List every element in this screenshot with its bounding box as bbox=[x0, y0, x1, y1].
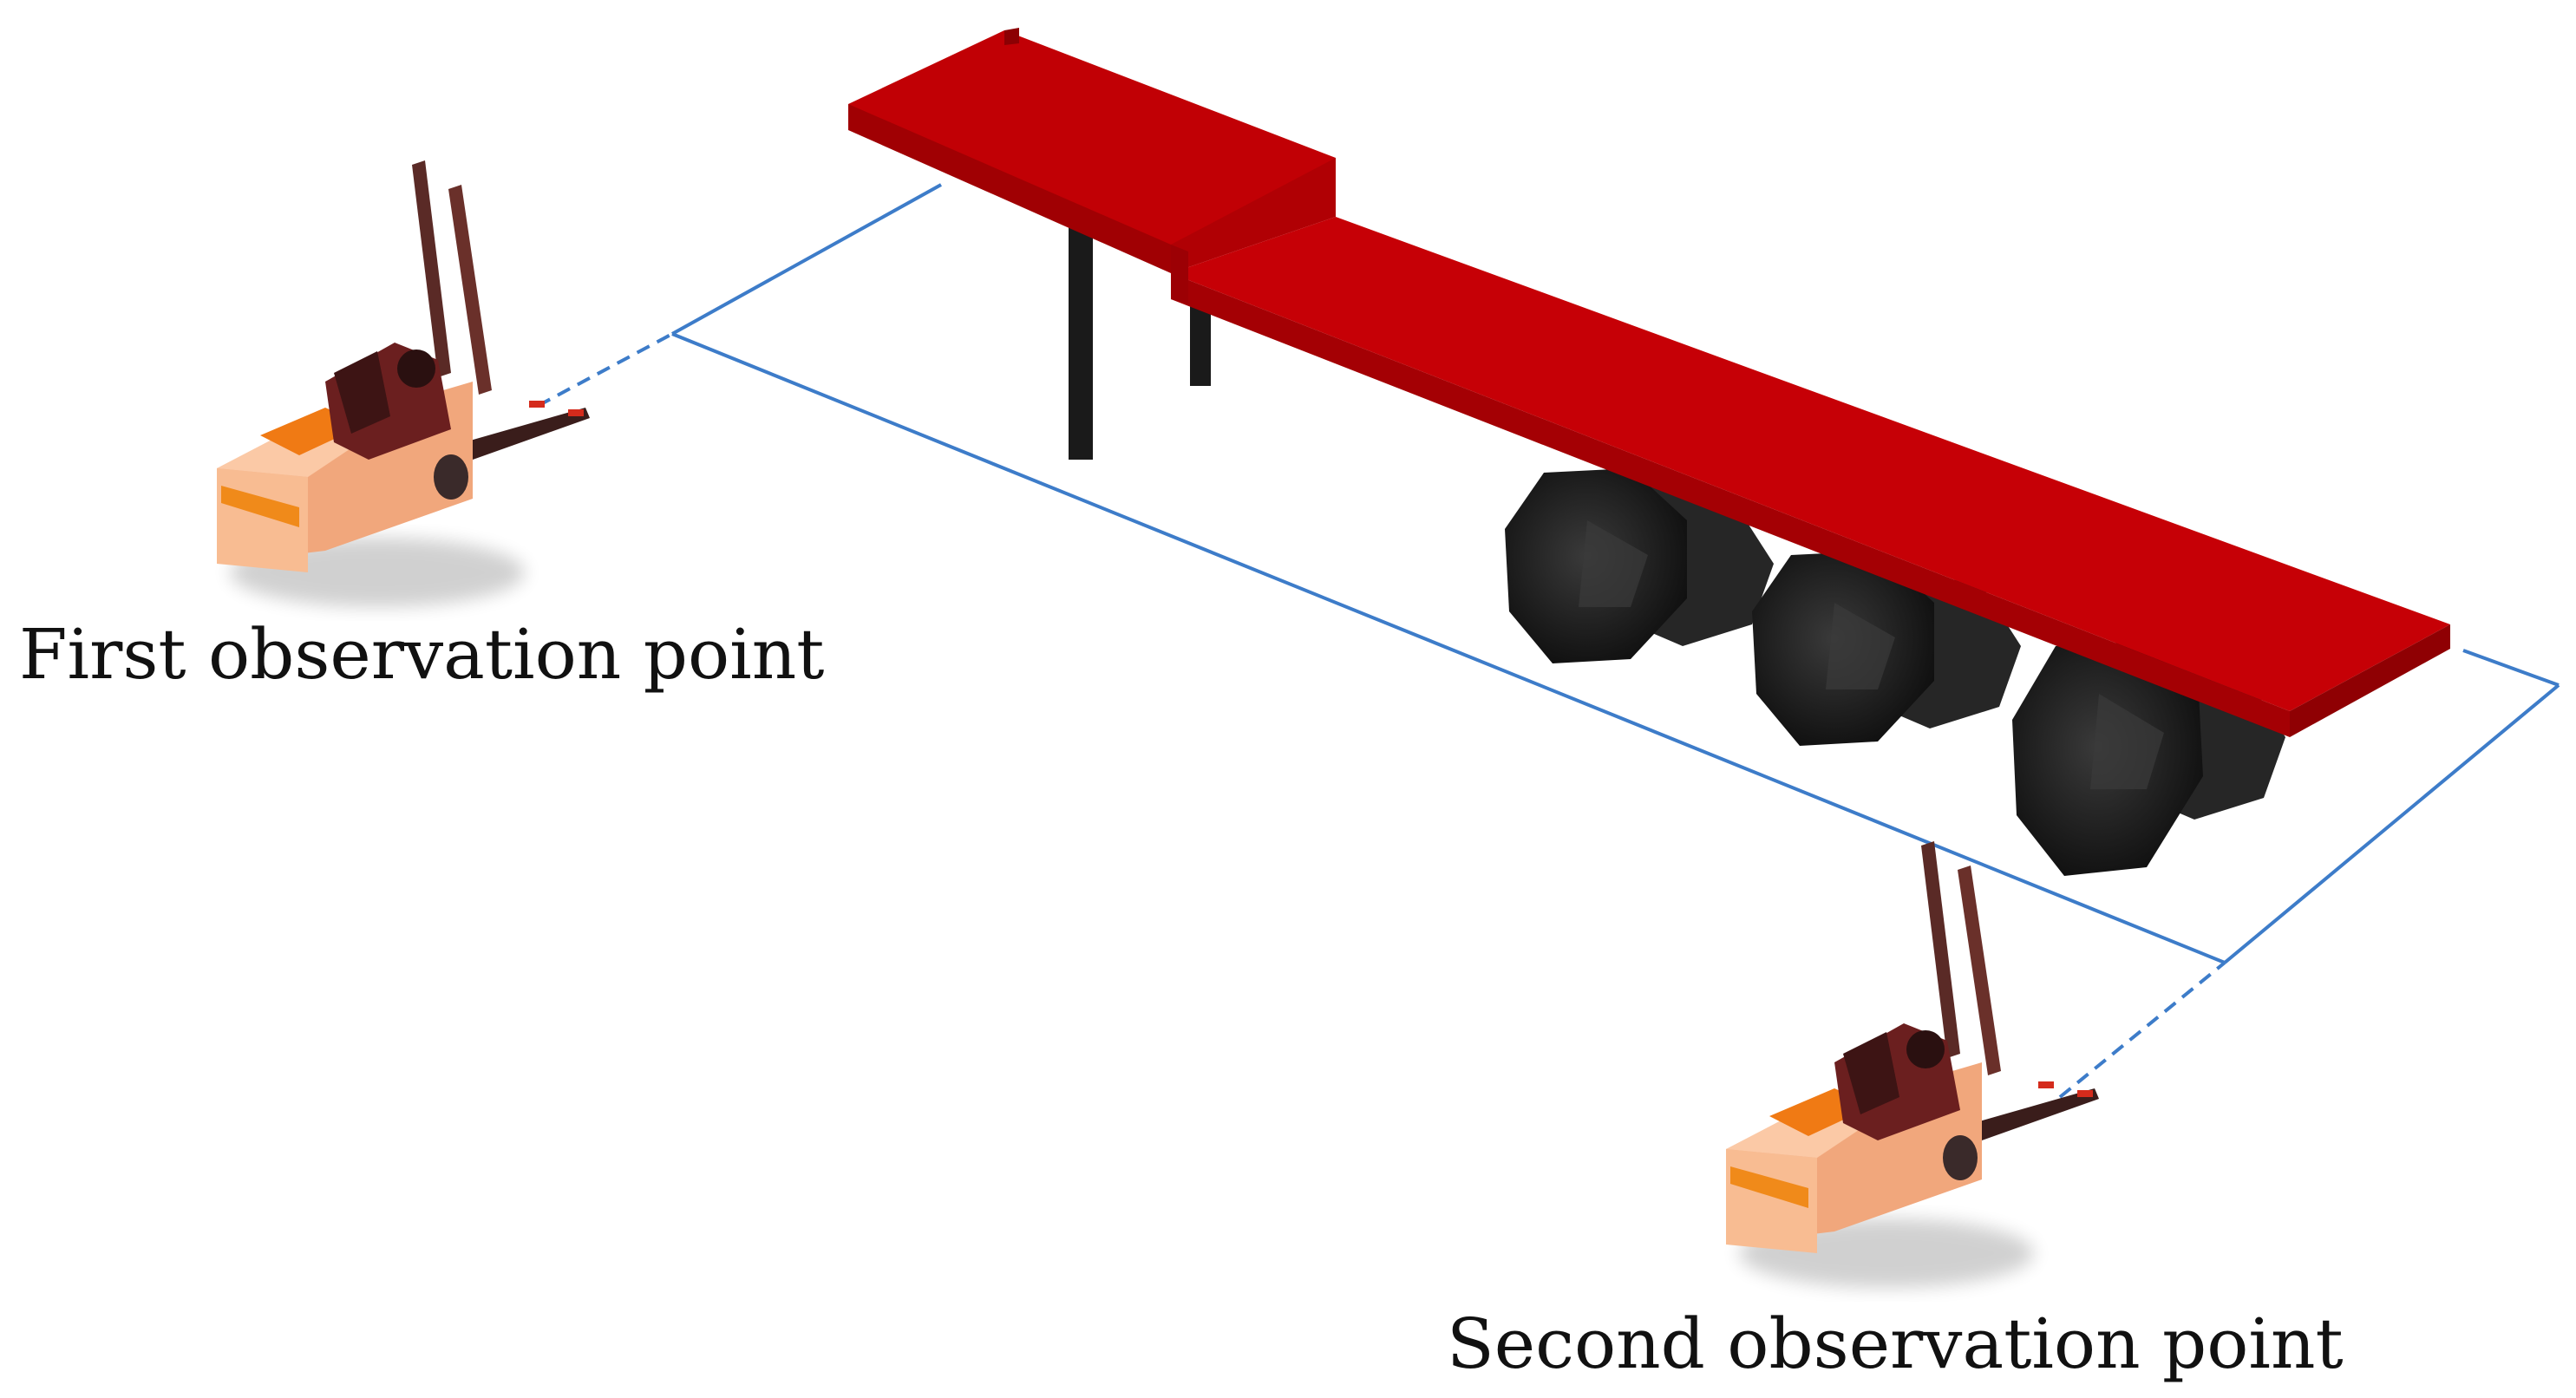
mast-left-icon bbox=[1921, 841, 1960, 1058]
laser-emitter-icon bbox=[2038, 1081, 2054, 1088]
boundary-top-edge bbox=[671, 183, 942, 336]
forklift-wheel-icon bbox=[434, 454, 468, 500]
boundary-right-edge bbox=[2223, 683, 2560, 964]
laser-emitter-icon bbox=[529, 401, 545, 408]
laser-emitter-icon bbox=[568, 409, 584, 416]
steering-wheel-icon bbox=[397, 350, 435, 388]
first-observation-point-label: First observation point bbox=[19, 614, 825, 695]
forklift-second bbox=[1726, 841, 2099, 1288]
gooseneck-step bbox=[1171, 158, 1336, 273]
boundary-far-edge bbox=[2462, 649, 2560, 687]
wheel-3 bbox=[2012, 642, 2285, 876]
laser-beam-first bbox=[537, 332, 673, 408]
forks-icon bbox=[1973, 1088, 2099, 1140]
landing-leg-front bbox=[1069, 221, 1093, 460]
mast-left-icon bbox=[412, 160, 451, 377]
deck-rear-face bbox=[2290, 624, 2450, 737]
forklift-seat bbox=[1843, 1032, 1899, 1114]
laser-emitter-icon bbox=[2077, 1090, 2093, 1097]
laser-beam-second bbox=[2058, 961, 2226, 1099]
gooseneck-end-face bbox=[1004, 28, 1019, 45]
mast-right-icon bbox=[1958, 866, 2001, 1075]
boundary-left-edge bbox=[671, 332, 2226, 964]
forklift-stripe bbox=[221, 486, 299, 527]
forks-icon bbox=[464, 408, 590, 460]
steering-wheel-icon bbox=[1906, 1030, 1945, 1068]
gooseneck-top bbox=[848, 30, 1336, 265]
forklift-wheel-icon bbox=[1943, 1135, 1978, 1180]
mast-right-icon bbox=[448, 185, 492, 395]
deck-top bbox=[1171, 217, 2450, 711]
gooseneck-front-face bbox=[848, 104, 1171, 273]
deck-step-face bbox=[1171, 245, 1188, 304]
laser-beams bbox=[537, 332, 2226, 1099]
forklift-seat bbox=[334, 351, 390, 434]
deck-front-face bbox=[1171, 273, 2290, 737]
wheel-1 bbox=[1505, 468, 1774, 663]
second-observation-point-label: Second observation point bbox=[1447, 1303, 2344, 1384]
main-deck bbox=[1171, 217, 2450, 737]
gooseneck-deck bbox=[848, 28, 1336, 273]
forklift-first bbox=[217, 160, 590, 607]
semi-trailer bbox=[848, 28, 2450, 876]
forklift-stripe bbox=[1730, 1166, 1808, 1208]
boundary-outline bbox=[671, 183, 2560, 964]
